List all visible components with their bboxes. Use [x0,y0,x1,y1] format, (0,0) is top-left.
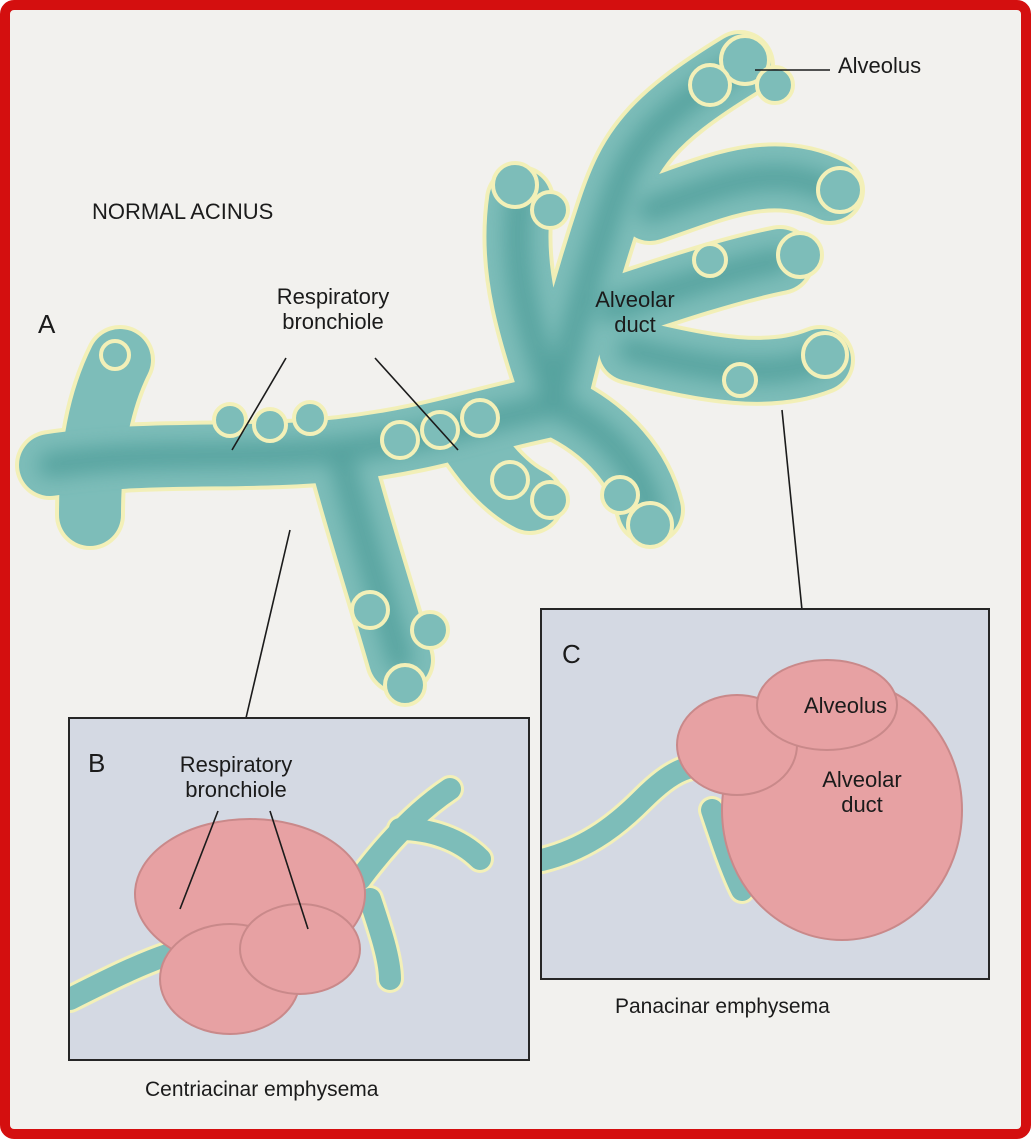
panel-c-panacinar: C Alveolus Alveolar duct [540,608,990,980]
panel-a-letter: A [38,310,55,339]
panel-b-centriacinar: B Respiratory bronchiole [68,717,530,1061]
panacinar-caption: Panacinar emphysema [615,995,830,1019]
alveolus-label: Alveolus [838,54,921,79]
normal-acinus-heading: NORMAL ACINUS [92,200,273,225]
alveolar-duct-label: Alveolar duct [580,288,690,337]
panel-c-alveolar-duct-label: Alveolar duct [797,768,927,817]
panel-b-letter: B [88,749,105,778]
respiratory-bronchiole-label: Respiratory bronchiole [248,285,418,334]
centriacinar-caption: Centriacinar emphysema [145,1078,378,1102]
panel-b-respiratory-bronchiole-label: Respiratory bronchiole [156,753,316,802]
panel-c-letter: C [562,640,581,669]
panel-c-alveolus-label: Alveolus [804,694,887,719]
